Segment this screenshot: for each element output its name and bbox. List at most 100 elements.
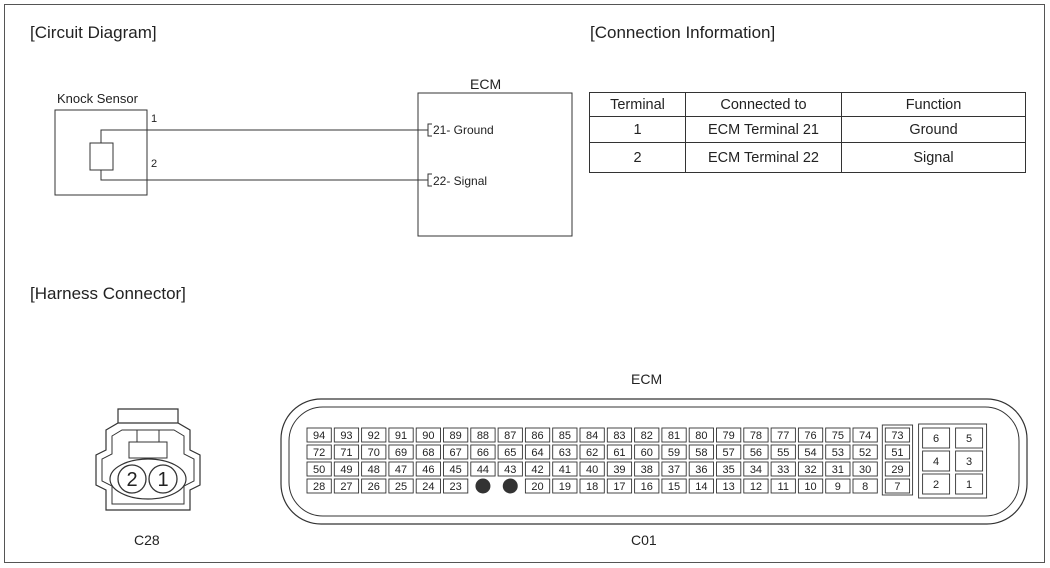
c01-pin-label: 75 <box>832 430 844 442</box>
c01-inner-housing <box>288 406 1020 517</box>
c01-pin-label: 3 <box>966 456 972 468</box>
c01-pin-cell <box>306 427 332 443</box>
c01-pin-label: 89 <box>450 430 462 442</box>
c01-pin-label: 69 <box>395 447 407 459</box>
c01-pin-label: 38 <box>641 464 653 476</box>
c01-pin-label: 31 <box>832 464 844 476</box>
c01-pin-cell <box>825 427 851 443</box>
ecm-box <box>417 92 573 237</box>
c01-pin-label: 92 <box>368 430 380 442</box>
c01-pin-cell <box>797 478 824 494</box>
c01-pin-cell <box>634 427 660 443</box>
c01-pin-cell <box>388 478 414 494</box>
c01-name: C01 <box>631 532 657 548</box>
c01-pin-label: 48 <box>368 464 380 476</box>
c01-outer-housing <box>280 398 1028 525</box>
c01-pin-label: 62 <box>586 447 598 459</box>
c01-pin-cell <box>634 444 660 460</box>
c01-pin-label: 17 <box>613 481 625 493</box>
table-cell: Signal <box>841 142 1026 173</box>
c01-pin-cell <box>606 478 633 494</box>
c01-pin-label: 27 <box>340 481 352 493</box>
c01-pin-cell <box>661 478 687 494</box>
c01-pin-label: 50 <box>313 464 325 476</box>
c01-pin-cell <box>333 478 360 494</box>
c01-pin-label: 81 <box>668 430 680 442</box>
c01-pin-cell <box>825 461 851 477</box>
c01-pin-label: 1 <box>966 479 972 491</box>
c01-pin-label: 94 <box>313 430 325 442</box>
c01-pin-label: 14 <box>695 481 707 493</box>
c01-pin-label: 51 <box>891 447 903 459</box>
c01-pin-label: 11 <box>778 481 789 493</box>
knock-sensor-label: Knock Sensor <box>57 91 138 106</box>
c01-pin-cell <box>688 478 714 494</box>
c01-pin-cell <box>470 427 496 443</box>
c01-pin-label: 74 <box>859 430 871 442</box>
c01-pin-label: 47 <box>395 464 407 476</box>
c01-pin-label: 8 <box>862 481 868 493</box>
c01-pin-cell <box>688 427 714 443</box>
c01-pin-label: 15 <box>668 481 680 493</box>
c01-pin-cell <box>955 450 984 472</box>
table-cell: ECM Terminal 22 <box>685 142 842 173</box>
c01-pin-label: 64 <box>531 447 543 459</box>
c01-pin-label: 84 <box>586 430 598 442</box>
c01-pin-label: 5 <box>966 433 972 445</box>
c01-pin-cell <box>415 478 441 494</box>
c01-pin-label: 60 <box>641 447 653 459</box>
c01-pin-label: 18 <box>586 481 598 493</box>
table-cell: 1 <box>589 116 686 143</box>
pin-1-label: 1 <box>151 113 158 125</box>
c01-pin-cell <box>884 444 911 460</box>
c01-pin-cell <box>688 461 714 477</box>
sensor-lead-1 <box>100 129 147 143</box>
c01-pin-cell <box>743 478 769 494</box>
c01-pin-cell <box>743 427 769 443</box>
c01-pin-cell <box>497 444 523 460</box>
c28-tab <box>117 408 179 423</box>
c01-pin-cell <box>388 444 414 460</box>
c01-pin-label: 55 <box>777 447 789 459</box>
c01-pin-label: 80 <box>695 430 707 442</box>
c01-pin-label: 88 <box>477 430 489 442</box>
c01-pin-cell <box>606 444 633 460</box>
c01-pin-cell <box>415 427 441 443</box>
c01-pin-label: 58 <box>695 447 707 459</box>
c01-pin-label: 63 <box>559 447 571 459</box>
c01-pin-label: 42 <box>531 464 543 476</box>
c01-pin-cell <box>716 444 742 460</box>
table-cell: 2 <box>589 142 686 173</box>
c01-pin-cell <box>579 427 605 443</box>
c01-pin-cell <box>716 427 742 443</box>
c01-pin-label: 32 <box>804 464 816 476</box>
c01-pin-cell <box>361 461 387 477</box>
c01-pin-label: 79 <box>723 430 735 442</box>
c01-pin-label: 20 <box>531 481 543 493</box>
sensor-lead-2 <box>100 170 147 181</box>
c01-pin-cell <box>306 461 332 477</box>
c01-pin-label: 2 <box>933 479 939 491</box>
c01-pin-label: 83 <box>613 430 625 442</box>
c01-plugged-cavity <box>502 478 518 494</box>
c01-pin-cell <box>955 473 984 495</box>
c28-pin-1-label: 1 <box>157 469 168 491</box>
c01-pin-label: 93 <box>340 430 352 442</box>
c01-pin-label: 19 <box>559 481 571 493</box>
c28-name: C28 <box>134 532 160 548</box>
c01-pin-label: 90 <box>422 430 434 442</box>
knock-sensor-box <box>54 109 148 196</box>
c01-pin-cell <box>884 427 911 443</box>
c01-pin-label: 6 <box>933 433 939 445</box>
c01-pin-cell <box>634 478 660 494</box>
c01-pin-cell <box>306 478 332 494</box>
c01-pin-cell <box>922 473 951 495</box>
c01-pin-cell <box>333 461 360 477</box>
c01-pin-cell <box>770 478 796 494</box>
terminal-21-label: 21- Ground <box>433 123 494 137</box>
c01-pin-label: 24 <box>422 481 434 493</box>
c01-pin-label: 68 <box>422 447 434 459</box>
c01-pin-label: 26 <box>368 481 380 493</box>
c01-pin-label: 7 <box>894 481 900 493</box>
c01-pin-label: 45 <box>450 464 462 476</box>
